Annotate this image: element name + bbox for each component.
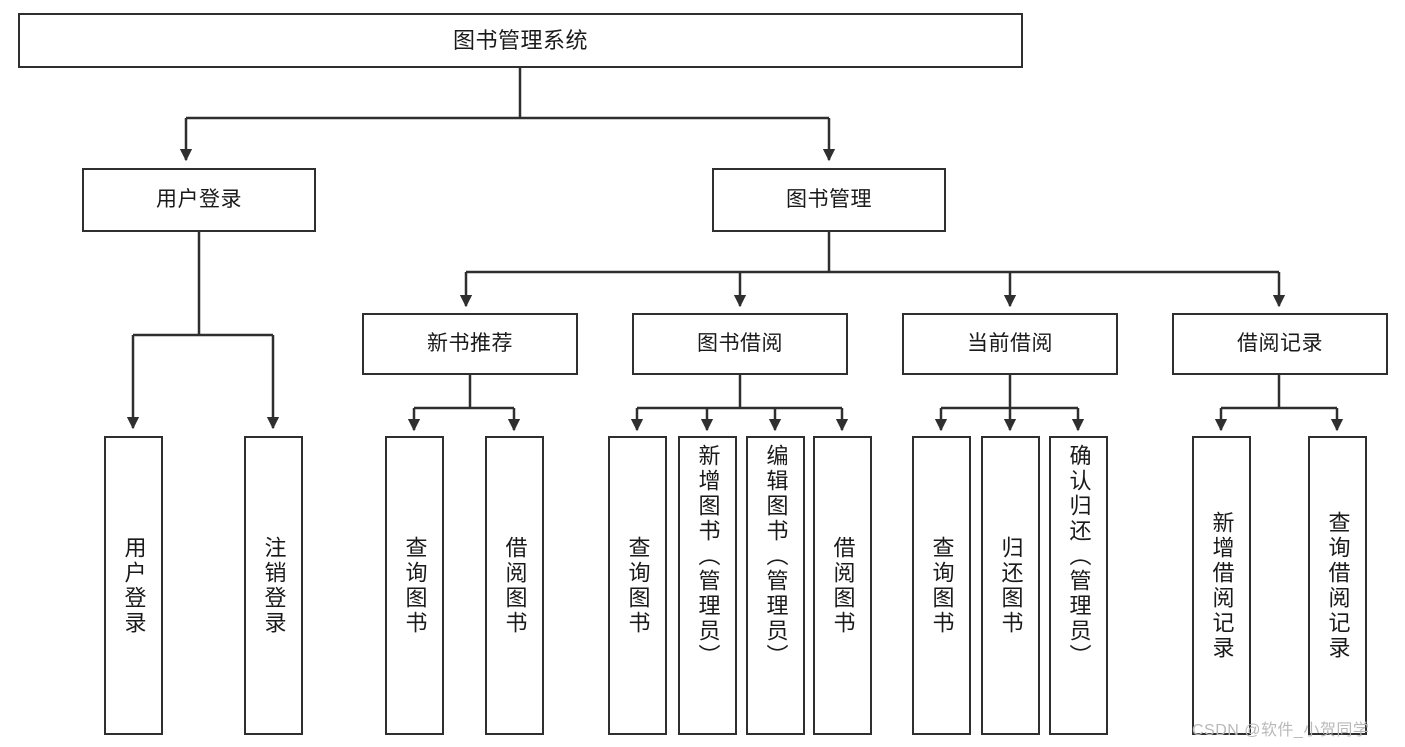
node-user-login-label: 用户登录 [156,187,242,211]
leaf-current-return-book[interactable]: 归还图书 [981,436,1040,735]
leaf-current-confirm-return-label: 确认归还（管理员） [1066,444,1092,669]
leaf-logout-label: 注销登录 [261,535,287,636]
leaf-newbook-query-book-label: 查询图书 [402,535,428,636]
leaf-newbook-query-book[interactable]: 查询图书 [385,436,444,735]
leaf-borrow-edit-book-label: 编辑图书（管理员） [763,444,789,669]
leaf-current-return-book-label: 归还图书 [998,535,1024,636]
leaf-newbook-borrow-book[interactable]: 借阅图书 [485,436,544,735]
leaf-current-query-book-label: 查询图书 [929,535,955,636]
node-new-book-recommend-label: 新书推荐 [427,331,513,355]
node-root-label: 图书管理系统 [452,27,588,53]
leaf-borrow-add-book[interactable]: 新增图书（管理员） [678,436,737,735]
leaf-borrow-borrow-book-label: 借阅图书 [830,535,856,636]
node-book-borrow[interactable]: 图书借阅 [632,313,848,375]
leaf-borrow-query-book[interactable]: 查询图书 [608,436,667,735]
leaf-record-add-label: 新增借阅记录 [1209,510,1235,661]
leaf-record-query-label: 查询借阅记录 [1325,510,1351,661]
node-new-book-recommend[interactable]: 新书推荐 [362,313,578,375]
leaf-borrow-add-book-label: 新增图书（管理员） [695,444,721,669]
leaf-newbook-borrow-book-label: 借阅图书 [502,535,528,636]
leaf-logout[interactable]: 注销登录 [244,436,303,735]
node-root[interactable]: 图书管理系统 [18,13,1023,68]
leaf-borrow-edit-book[interactable]: 编辑图书（管理员） [746,436,805,735]
node-user-login[interactable]: 用户登录 [82,168,316,232]
leaf-borrow-query-book-label: 查询图书 [625,535,651,636]
node-borrow-record[interactable]: 借阅记录 [1172,313,1388,375]
node-book-management-label: 图书管理 [786,187,872,211]
leaf-user-login-label: 用户登录 [121,535,147,636]
node-borrow-record-label: 借阅记录 [1237,331,1323,355]
leaf-current-query-book[interactable]: 查询图书 [912,436,971,735]
leaf-user-login[interactable]: 用户登录 [104,436,163,735]
leaf-current-confirm-return[interactable]: 确认归还（管理员） [1049,436,1108,735]
node-current-borrow-label: 当前借阅 [967,331,1053,355]
watermark: CSDN @软件_小贺同学 [1192,722,1370,739]
leaf-record-query[interactable]: 查询借阅记录 [1308,436,1367,735]
leaf-borrow-borrow-book[interactable]: 借阅图书 [813,436,872,735]
node-book-management[interactable]: 图书管理 [712,168,946,232]
node-book-borrow-label: 图书借阅 [697,331,783,355]
leaf-record-add[interactable]: 新增借阅记录 [1192,436,1251,735]
node-current-borrow[interactable]: 当前借阅 [902,313,1118,375]
